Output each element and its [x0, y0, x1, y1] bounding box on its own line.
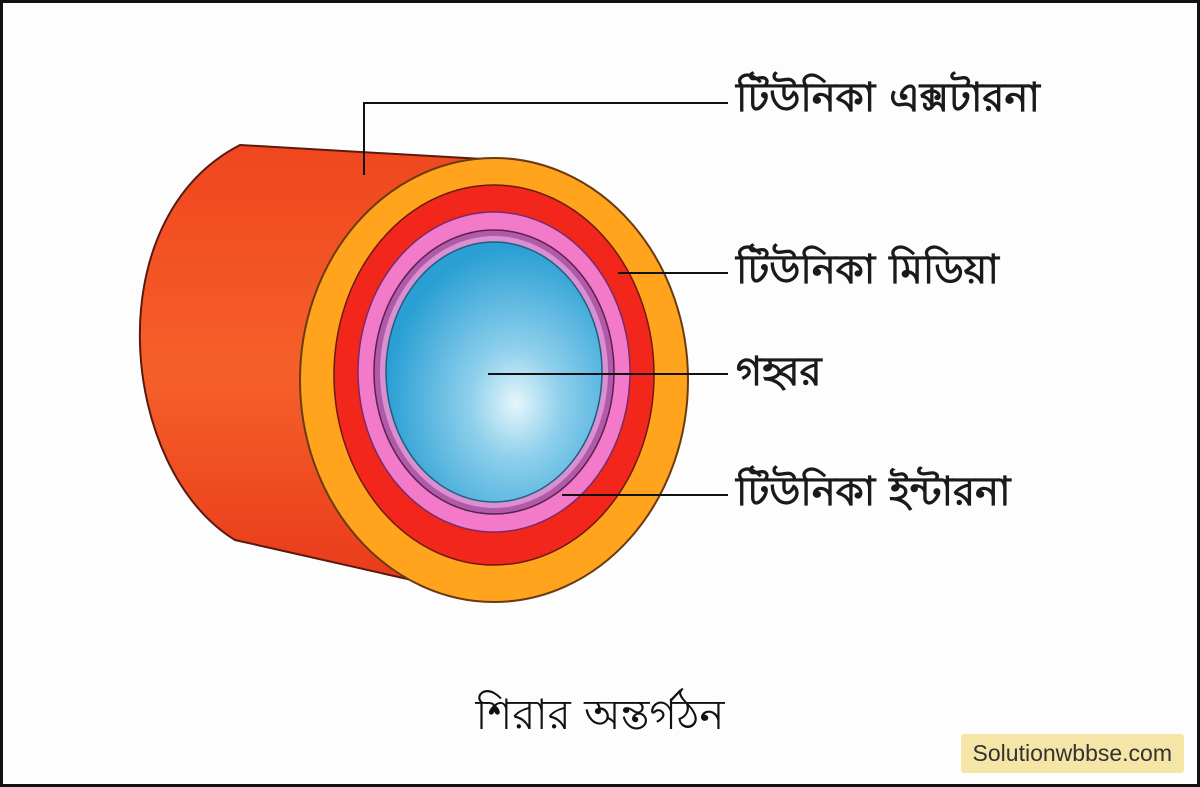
label-tunica-externa: টিউনিকা এক্সটারনা — [736, 75, 1040, 121]
label-lumen: গহ্বর — [736, 349, 822, 395]
leader-line-tunica-externa — [363, 102, 728, 175]
watermark-badge: Solutionwbbse.com — [960, 734, 1184, 773]
lumen — [385, 241, 603, 503]
label-tunica-interna: টিউনিকা ইন্টারনা — [736, 469, 1011, 515]
label-tunica-media: টিউনিকা মিডিয়া — [736, 247, 999, 293]
diagram-caption: শিরার অন্তর্গঠন — [475, 690, 725, 739]
